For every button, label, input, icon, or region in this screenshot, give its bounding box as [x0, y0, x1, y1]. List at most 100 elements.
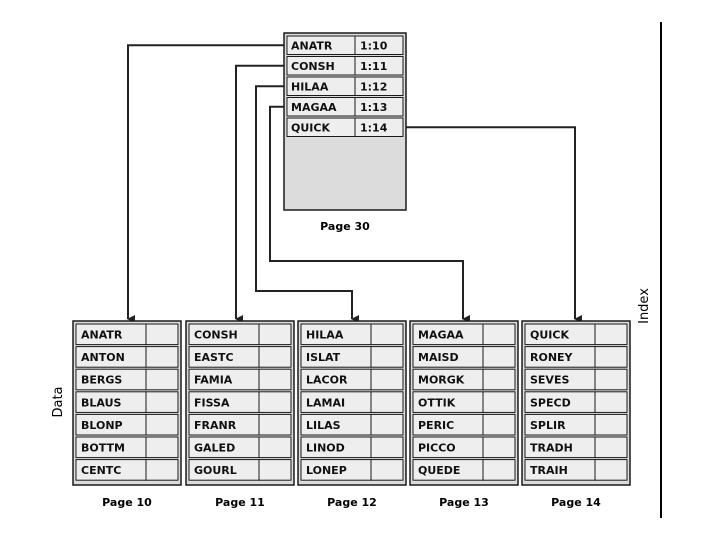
leaf-page: ANATRANTONBERGSBLAUSBLONPBOTTMCENTCPage …	[72, 320, 182, 509]
root-pointer-text: 1:12	[360, 81, 387, 94]
root-pointer-text: 1:10	[360, 40, 388, 53]
leaf-key-text: LACOR	[306, 374, 348, 387]
leaf-value-cell	[145, 436, 179, 459]
leaf-page-caption: Page 13	[439, 496, 489, 509]
leaf-key-text: MORGK	[418, 374, 465, 387]
root-pointer-cell	[354, 35, 404, 55]
leaf-key-text: PERIC	[418, 419, 454, 432]
leaf-key-text: TRADH	[530, 442, 573, 455]
leaf-key-text: OTTIK	[418, 396, 456, 409]
leaf-key-text: LILAS	[306, 419, 341, 432]
root-page-row: HILAA 1:12	[286, 76, 404, 96]
leaf-key-text: EASTC	[194, 351, 234, 364]
leaf-value-cell	[594, 436, 628, 459]
pointer-arrow	[406, 126, 582, 323]
leaf-value-cell	[482, 413, 516, 436]
root-page-caption: Page 30	[320, 220, 370, 233]
root-key-text: ANATR	[291, 40, 333, 53]
root-page-row: ANATR 1:10	[286, 35, 404, 55]
data-label: Data	[51, 386, 66, 417]
leaf-value-cell	[370, 346, 404, 368]
leaf-value-cell	[258, 413, 292, 436]
root-page-row: MAGAA 1:13	[286, 97, 404, 117]
leaf-key-text: BLAUS	[81, 396, 122, 409]
leaf-value-cell	[145, 413, 179, 436]
leaf-value-cell	[594, 323, 628, 346]
pointer-arrow	[127, 44, 284, 323]
leaf-key-text: SPECD	[530, 396, 571, 409]
leaf-value-cell	[482, 323, 516, 346]
leaf-value-cell	[482, 368, 516, 391]
leaf-value-cell	[594, 391, 628, 413]
leaf-key-text: HILAA	[306, 329, 344, 342]
leaf-key-text: FRANR	[194, 419, 237, 432]
leaf-page: HILAAISLATLACORLAMAILILASLINODLONEPPage …	[297, 320, 407, 509]
leaf-page-caption: Page 14	[551, 496, 601, 509]
leaf-value-cell	[370, 413, 404, 436]
leaf-value-cell	[258, 436, 292, 459]
root-pointer-cell	[354, 76, 404, 96]
leaf-page-caption: Page 12	[327, 496, 377, 509]
root-key-text: HILAA	[291, 81, 329, 94]
leaf-value-cell	[370, 436, 404, 459]
leaf-value-cell	[370, 323, 404, 346]
root-pointer-cell	[354, 97, 404, 117]
leaf-page: CONSHEASTCFAMIAFISSAFRANRGALEDGOURLPage …	[185, 320, 295, 509]
leaf-value-cell	[145, 368, 179, 391]
leaf-value-cell	[370, 459, 404, 481]
leaf-key-text: FISSA	[194, 396, 230, 409]
leaf-key-text: MAGAA	[418, 329, 464, 342]
root-key-text: CONSH	[291, 60, 335, 73]
pointer-arrow	[269, 105, 470, 323]
leaf-value-cell	[258, 368, 292, 391]
leaf-value-cell	[482, 459, 516, 481]
pointer-arrow	[235, 64, 284, 323]
leaf-key-text: TRAIH	[530, 464, 568, 477]
leaf-key-text: LAMAI	[306, 396, 345, 409]
leaf-value-cell	[482, 391, 516, 413]
leaf-value-cell	[594, 459, 628, 481]
leaf-key-text: BLONP	[81, 419, 123, 432]
root-pointer-cell	[354, 117, 404, 137]
pointer-arrow	[255, 85, 359, 323]
leaf-value-cell	[594, 346, 628, 368]
leaf-key-text: SPLIR	[530, 419, 566, 432]
leaf-value-cell	[145, 323, 179, 346]
leaf-key-text: ANATR	[81, 329, 123, 342]
root-pointer-text: 1:11	[360, 60, 387, 73]
leaf-value-cell	[145, 346, 179, 368]
leaf-value-cell	[258, 391, 292, 413]
leaf-key-text: LINOD	[306, 442, 345, 455]
leaf-key-text: SEVES	[530, 374, 569, 387]
pointer-connectors	[127, 44, 582, 323]
leaf-key-text: CONSH	[194, 329, 238, 342]
leaf-data-pages: ANATRANTONBERGSBLAUSBLONPBOTTMCENTCPage …	[72, 320, 631, 509]
leaf-page-caption: Page 10	[102, 496, 152, 509]
leaf-value-cell	[145, 459, 179, 481]
root-key-text: QUICK	[291, 122, 330, 135]
leaf-value-cell	[370, 368, 404, 391]
leaf-value-cell	[370, 391, 404, 413]
leaf-key-text: BERGS	[81, 374, 122, 387]
leaf-key-text: QUICK	[530, 329, 569, 342]
leaf-value-cell	[258, 346, 292, 368]
leaf-page: MAGAAMAISDMORGKOTTIKPERICPICCOQUEDEPage …	[409, 320, 519, 509]
leaf-key-text: GOURL	[194, 464, 237, 477]
leaf-value-cell	[594, 368, 628, 391]
leaf-value-cell	[258, 323, 292, 346]
leaf-page: QUICK RONEY SEVES SPECD SPLIR TRADH TRAIH Page …	[521, 320, 631, 509]
root-pointer-text: 1:13	[360, 101, 387, 114]
leaf-key-text: GALED	[194, 442, 235, 455]
leaf-value-cell	[482, 346, 516, 368]
leaf-value-cell	[145, 391, 179, 413]
leaf-key-text: RONEY	[530, 351, 574, 364]
leaf-key-text: CENTC	[81, 464, 121, 477]
leaf-key-text: ANTON	[81, 351, 125, 364]
root-pointer-cell	[354, 56, 404, 76]
leaf-key-text: PICCO	[418, 442, 456, 455]
root-page-row: CONSH 1:11	[286, 56, 404, 76]
root-key-text: MAGAA	[291, 101, 337, 114]
